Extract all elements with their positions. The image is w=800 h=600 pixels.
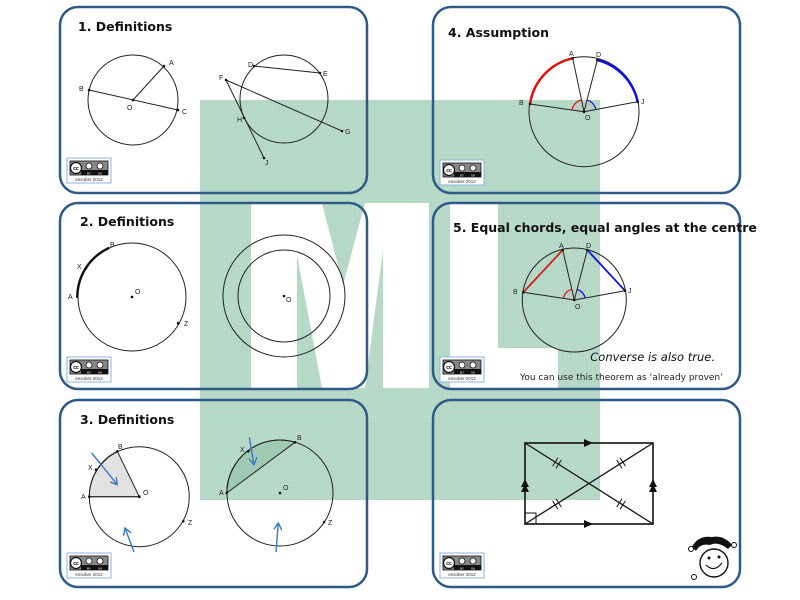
already-proven-note: You can use this theorem as ‘already pro… [519, 373, 723, 383]
svg-text:D: D [586, 243, 591, 250]
svg-text:BY: BY [87, 370, 91, 374]
svg-text:H: H [237, 117, 242, 124]
panel-2 [58, 201, 369, 391]
svg-text:C: C [182, 109, 187, 116]
panel-4-title: 4. Assumption [448, 25, 549, 40]
sector-diagram: A X B Z O [81, 444, 193, 553]
cc-by-sa-icon: cc BY SA ensober 2012 [66, 157, 112, 184]
svg-text:A: A [559, 243, 564, 250]
concentric-circles-diagram: O [222, 234, 346, 358]
rectangle-diagonals-diagram [521, 439, 657, 528]
segment-diagram: A X B Z O [219, 435, 334, 553]
panel-3 [58, 398, 369, 589]
svg-text:J: J [628, 288, 632, 295]
svg-text:O: O [143, 490, 149, 497]
panel-5 [431, 201, 742, 391]
svg-text:A: A [569, 51, 574, 58]
svg-text:D: D [596, 52, 601, 59]
panel-4 [431, 5, 742, 195]
svg-text:A: A [219, 490, 224, 497]
cc-by-sa-icon: cc BY SA ensober 2012 [439, 552, 485, 579]
svg-text:O: O [283, 485, 289, 492]
cc-by-sa-icon: cc BY SA ensober 2012 [66, 552, 112, 579]
panel-3-title: 3. Definitions [80, 412, 174, 427]
svg-text:D: D [248, 62, 253, 69]
chord-secant-tangent-diagram: D E F G H J [219, 54, 350, 167]
ml-watermark [200, 100, 600, 500]
svg-text:ensober 2012: ensober 2012 [448, 376, 476, 381]
svg-text:O: O [575, 304, 581, 311]
svg-text:B: B [110, 242, 115, 249]
panel-2-title: 2. Definitions [80, 214, 174, 229]
svg-text:cc: cc [446, 168, 452, 174]
svg-text:SA: SA [98, 171, 102, 175]
svg-text:BY: BY [460, 173, 464, 177]
svg-text:ensober 2012: ensober 2012 [75, 177, 103, 182]
svg-text:E: E [323, 71, 328, 78]
svg-text:BY: BY [460, 566, 464, 570]
svg-text:X: X [77, 264, 82, 271]
svg-text:SA: SA [471, 566, 475, 570]
svg-text:cc: cc [446, 561, 452, 567]
panel-1 [58, 5, 369, 195]
svg-text:J: J [265, 160, 269, 167]
svg-text:X: X [88, 465, 93, 472]
cc-by-sa-icon: cc BY SA ensober 2012 [66, 356, 112, 383]
panel-5-title: 5. Equal chords, equal angles at the cen… [453, 220, 757, 235]
svg-text:O: O [585, 115, 591, 122]
svg-text:B: B [519, 100, 524, 107]
svg-text:BY: BY [87, 171, 91, 175]
svg-text:B: B [79, 86, 84, 93]
svg-text:BY: BY [460, 370, 464, 374]
svg-text:Z: Z [188, 520, 193, 527]
svg-text:SA: SA [471, 173, 475, 177]
svg-text:ensober 2012: ensober 2012 [75, 572, 103, 577]
equal-arcs-diagram: A D B J O [519, 51, 645, 168]
panel-6 [431, 398, 742, 589]
svg-text:cc: cc [446, 365, 452, 371]
svg-text:cc: cc [73, 561, 79, 567]
equal-chords-diagram: A D B J O [513, 243, 632, 353]
panel-1-title: 1. Definitions [78, 19, 172, 34]
svg-text:BY: BY [87, 566, 91, 570]
svg-text:F: F [219, 75, 223, 82]
svg-text:J: J [641, 99, 645, 106]
svg-text:O: O [135, 289, 141, 296]
svg-text:cc: cc [73, 166, 79, 172]
jester-logo-icon [688, 536, 737, 580]
svg-text:O: O [127, 105, 133, 112]
svg-text:SA: SA [98, 370, 102, 374]
svg-text:Z: Z [184, 321, 189, 328]
svg-text:A: A [68, 294, 73, 301]
converse-note: Converse is also true. [590, 350, 715, 364]
arc-diagram: A X B Z O [68, 242, 189, 352]
svg-text:ensober 2012: ensober 2012 [75, 376, 103, 381]
svg-text:O: O [286, 297, 292, 304]
svg-text:cc: cc [73, 365, 79, 371]
circle-radius-diameter-diagram: A B C O [79, 54, 187, 146]
svg-text:B: B [297, 435, 302, 442]
svg-text:SA: SA [471, 370, 475, 374]
svg-text:B: B [513, 289, 518, 296]
svg-text:Z: Z [328, 520, 333, 527]
svg-text:G: G [345, 129, 350, 136]
svg-text:B: B [118, 444, 123, 451]
svg-text:ensober 2012: ensober 2012 [448, 179, 476, 184]
cc-by-sa-icon: cc BY SA ensober 2012 [439, 159, 485, 186]
svg-text:SA: SA [98, 566, 102, 570]
svg-text:A: A [81, 494, 86, 501]
svg-text:ensober 2012: ensober 2012 [448, 572, 476, 577]
cc-by-sa-icon: cc BY SA ensober 2012 [439, 356, 485, 383]
svg-text:A: A [169, 60, 174, 67]
svg-text:X: X [240, 447, 245, 454]
